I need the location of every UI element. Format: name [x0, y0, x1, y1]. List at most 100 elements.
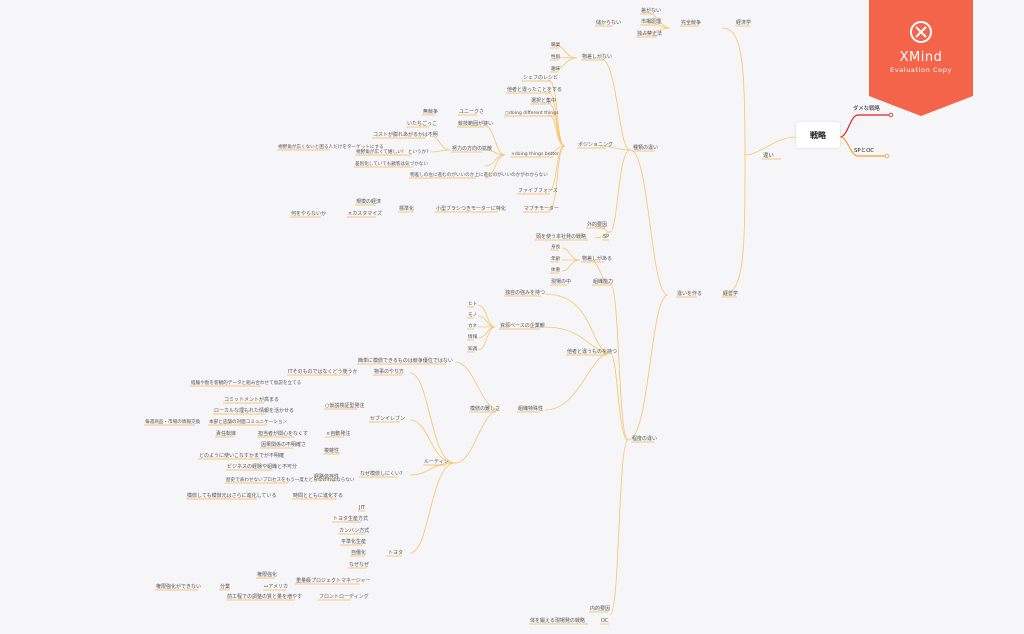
- node-kantan[interactable]: 簡単に模倣できるものは競争優位ではない: [358, 357, 453, 364]
- node-seibetsu[interactable]: 性別: [551, 53, 561, 60]
- node-naiteki[interactable]: 内的要因: [590, 605, 610, 612]
- node-it-mono[interactable]: ITそのものではなくどう使うか: [288, 368, 358, 375]
- node-kanban[interactable]: カンバン方式: [339, 527, 369, 534]
- node-commit[interactable]: コミットメントが高まる: [224, 396, 279, 403]
- branch-dame-senryaku[interactable]: ダメな戦略: [853, 106, 880, 112]
- node-teidonochigai[interactable]: 程度の違い: [632, 435, 657, 442]
- node-chef[interactable]: シェフのレシピ: [523, 75, 558, 81]
- node-shumi[interactable]: 趣味: [551, 65, 561, 72]
- node-sentaku[interactable]: 選択と集中: [531, 97, 556, 104]
- node-keizaigaku[interactable]: 経済学: [736, 19, 751, 26]
- node-hito[interactable]: ヒト: [468, 301, 477, 307]
- node-maitsuki[interactable]: 毎週商品・市場の情報交換: [145, 418, 201, 425]
- node-mono-ue[interactable]: 物差しの左に進むのがいいのか上に進むのがいいのかがわからない: [410, 171, 548, 178]
- node-te-kitaeru[interactable]: 体を鍛える現場発の戦略: [530, 617, 585, 624]
- node-tasha[interactable]: 他者と違ったことをする: [507, 86, 562, 93]
- node-front[interactable]: フロントローディング: [319, 593, 369, 600]
- node-kasetsu[interactable]: ○仮説検証型発注: [325, 402, 364, 409]
- node-tasha-chigau[interactable]: 他者と違うものを持つ: [567, 348, 617, 355]
- node-shijogenri[interactable]: 市場原理: [641, 18, 661, 25]
- node-mabuchi[interactable]: マブチモーター: [524, 205, 559, 212]
- node-juryo[interactable]: 重量級プロジェクトマネージャー: [296, 577, 371, 584]
- node-naze[interactable]: なぜ模倣しにくい?: [360, 470, 403, 477]
- node-mono[interactable]: モノ: [468, 312, 477, 318]
- node-maekotei[interactable]: 前工程での調整の質と量を増やす: [227, 593, 302, 600]
- node-local[interactable]: ローカルな埋もれた情報を活かせる: [214, 407, 294, 414]
- node-soshikiryoku[interactable]: 組織能力: [593, 278, 613, 285]
- node-jidoka[interactable]: 自働化: [351, 549, 366, 556]
- node-joho[interactable]: 情報: [468, 333, 478, 340]
- node-fukuzatsu[interactable]: 複雑性: [324, 447, 339, 454]
- node-jidou[interactable]: ×自動発注: [326, 430, 350, 437]
- root-node[interactable]: 戦略: [796, 122, 840, 148]
- node-toyota-seisan[interactable]: トヨタ生産方式: [333, 515, 368, 522]
- node-mono-yarikata[interactable]: 物事のやり方: [374, 368, 404, 375]
- node-hyojunka[interactable]: 標準化: [399, 205, 414, 212]
- node-kengen[interactable]: 権限強化: [257, 571, 277, 578]
- node-mukyoso[interactable]: 無競争: [423, 108, 438, 115]
- node-unique[interactable]: ユニークさ: [459, 108, 484, 115]
- node-kane[interactable]: カネ: [468, 323, 478, 329]
- node-five-forces[interactable]: ファイブフォース: [518, 187, 558, 194]
- node-business[interactable]: ビジネスの経験や組織と不可分: [227, 463, 297, 470]
- node-chigai-tsukuru[interactable]: 違いを作る: [677, 290, 702, 297]
- node-kanzenkyoso[interactable]: 完全競争: [681, 19, 701, 26]
- node-kengen-dekinai[interactable]: 権限強化ができない: [156, 583, 201, 590]
- node-doryoku[interactable]: 努力の方向の拡散: [452, 145, 492, 152]
- node-shuruinochigai[interactable]: 種類の違い: [633, 144, 658, 151]
- node-jikan[interactable]: 時間とともに進化する: [293, 492, 343, 499]
- node-seven[interactable]: セブンイレブン: [370, 415, 405, 422]
- node-taiin[interactable]: 競技範囲が狭い: [458, 120, 493, 127]
- node-shiya-hiroku2[interactable]: 視野角が広くて嬉しい！ というか?: [356, 148, 429, 155]
- node-sagaanai[interactable]: 差がない: [641, 7, 661, 14]
- node-honbu[interactable]: 本部と店舗の対面コミュニケーション: [209, 418, 287, 425]
- branch-sp-oc[interactable]: SPとOC: [854, 148, 875, 154]
- node-genba[interactable]: 現場の中: [551, 278, 571, 285]
- node-gaitekiyoin[interactable]: 外的要因: [587, 221, 607, 228]
- node-keiro[interactable]: 経路依存性: [314, 473, 339, 480]
- node-bungyo[interactable]: 分業: [220, 583, 230, 590]
- node-soshiki-tokusei[interactable]: 組織特殊性: [518, 405, 543, 412]
- node-shiya-hiroku[interactable]: 視野角が広くないと困る人だけをターゲットにする: [278, 143, 384, 150]
- node-nani[interactable]: 何をやらないか: [291, 210, 326, 217]
- node-mohou[interactable]: 模倣の難しさ: [470, 405, 500, 412]
- node-inga[interactable]: 因果関係の不明確さ: [261, 441, 306, 448]
- node-sekinin[interactable]: 責任転嫁: [216, 430, 236, 437]
- node-bussitsu-nai[interactable]: 物差しがない: [582, 53, 612, 60]
- node-keihi[interactable]: 規模の経済: [356, 198, 381, 205]
- node-sabetsuka[interactable]: 差別化していても顧客は気づかない: [355, 160, 428, 167]
- node-custom[interactable]: ×カスタマイズ: [348, 210, 382, 217]
- node-tantou[interactable]: 担当者が関心をなくす: [258, 430, 308, 437]
- node-oc[interactable]: OC: [601, 618, 609, 624]
- node-kyocho[interactable]: 独自の強みを持つ: [505, 289, 545, 296]
- node-routine[interactable]: ルーティン: [424, 459, 449, 465]
- node-mohou-shinka[interactable]: 模倣しても模倣元はさらに進化している: [187, 492, 276, 499]
- node-doing-diff[interactable]: ○doing different things: [505, 110, 559, 116]
- node-doing-better[interactable]: ×doing things better: [511, 151, 559, 157]
- node-nenrei[interactable]: 職業: [551, 41, 561, 48]
- node-toyota[interactable]: トヨタ: [388, 549, 403, 556]
- node-kogata[interactable]: 小型ブラシつきモーターに特化: [436, 205, 506, 212]
- node-rekishi[interactable]: 歴史で表わせないプロセスをもう一度たどらなければならない: [226, 476, 355, 483]
- node-dono[interactable]: どのように使いこなすかまでが不明確: [199, 452, 284, 459]
- node-sp[interactable]: SP: [603, 234, 609, 240]
- node-chigai[interactable]: 違い: [763, 151, 774, 159]
- node-chishiki[interactable]: 知識: [468, 345, 478, 352]
- node-resource[interactable]: 資源ベースの企業観: [500, 322, 545, 329]
- node-naze2[interactable]: なぜなぜ: [349, 561, 369, 568]
- node-cost[interactable]: コストが膨れあがるかは不明: [373, 131, 438, 138]
- node-kakumei[interactable]: 身長: [551, 243, 561, 250]
- node-keiken[interactable]: 経験や勘を客観的データと組み合わせて仮説を立てる: [191, 379, 301, 386]
- node-itachi[interactable]: いたちごっこ: [407, 120, 437, 127]
- node-heijunka[interactable]: 平準化生産: [341, 538, 366, 545]
- node-gaiteki-senryaku[interactable]: 頭を使う本社発の戦略: [536, 233, 586, 240]
- node-keieigaku[interactable]: 経営学: [723, 290, 738, 297]
- node-monosashi-aru[interactable]: 物差しがある: [582, 255, 612, 262]
- node-america[interactable]: ↔アメリカ: [264, 584, 288, 590]
- node-jit[interactable]: JIT: [358, 505, 366, 511]
- node-nenrei2[interactable]: 年齢: [551, 255, 561, 262]
- node-positioning[interactable]: ポジショニング: [578, 141, 613, 148]
- node-mokaranai[interactable]: 儲からない: [596, 19, 621, 26]
- node-taiju[interactable]: 体重: [551, 266, 561, 273]
- node-dokusenkinshi[interactable]: 独占禁止法: [637, 30, 662, 37]
